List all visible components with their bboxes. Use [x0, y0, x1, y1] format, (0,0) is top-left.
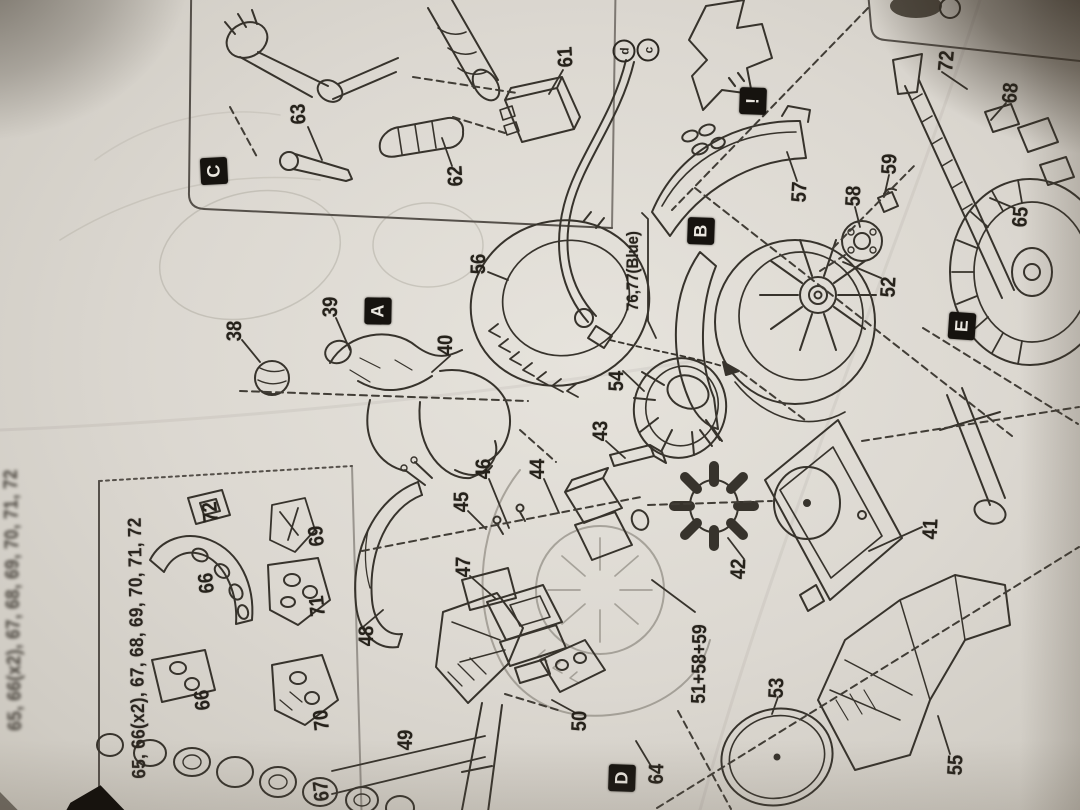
part-label-m49: 49	[393, 729, 418, 751]
part-label-m58: 58	[841, 185, 866, 207]
part-label-m52: 52	[876, 276, 901, 298]
margin-parts-list-outer: 65, 66(x2), 67, 68, 69, 70, 71, 72	[0, 469, 27, 731]
ghost-backprint	[59, 111, 484, 321]
part-label-m53: 53	[764, 677, 789, 699]
part-label-c62: 62	[443, 165, 468, 187]
part-56-drawing	[469, 211, 651, 398]
panel-armor-pieces-drawing	[149, 489, 339, 726]
part-label-m44: 44	[525, 458, 550, 480]
section-marker-A: A	[364, 297, 392, 325]
part-55-drawing	[817, 574, 1011, 771]
part-57-drawing	[651, 105, 811, 237]
part-label-m46: 46	[471, 458, 496, 480]
part-label-p66a: 66	[193, 571, 220, 595]
part-label-m65: 65	[1008, 205, 1033, 229]
part-label-m54: 54	[604, 370, 629, 392]
part-label-tr72: 72	[934, 49, 959, 73]
part-label-m42: 42	[726, 558, 751, 580]
section-marker-E: E	[947, 311, 977, 341]
note-76-77-blue: 76,77(Blue)	[623, 231, 642, 311]
part-42-drawing	[669, 461, 759, 551]
part-label-m56: 56	[466, 253, 491, 275]
margin-parts-list-inner: 65, 66(x2), 67, 68, 69, 70, 71, 72	[124, 517, 151, 779]
part-label-c63: 63	[286, 103, 311, 125]
part-54-drawing	[632, 357, 728, 459]
part-label-m41: 41	[918, 518, 943, 540]
part-label-p70: 70	[308, 708, 335, 732]
part-label-p67: 67	[308, 779, 335, 803]
part-label-m45: 45	[449, 491, 474, 513]
part-label-m55: 55	[943, 754, 968, 776]
part-label-p69: 69	[303, 524, 330, 548]
part-label-m57: 57	[787, 181, 812, 203]
part-label-m39: 39	[318, 296, 343, 318]
part-48-drawing	[354, 456, 433, 649]
part-label-p72: 72	[197, 500, 224, 524]
cable-76-77-drawing	[558, 59, 740, 376]
part-43-47-blocks-drawing	[486, 444, 667, 684]
part-label-m38: 38	[222, 320, 247, 342]
section-marker-D: D	[608, 764, 636, 792]
part-49-drawing	[435, 567, 524, 810]
part-label-m48: 48	[354, 625, 379, 647]
part-50-drawing	[539, 639, 606, 693]
part-label-m47: 47	[451, 556, 476, 578]
panel-borders	[98, 0, 1080, 810]
part-label-m64: 64	[644, 763, 669, 785]
part-63-62-61-drawings	[224, 0, 581, 182]
section-marker-B: B	[687, 217, 715, 245]
part-65-rail-drawing	[890, 0, 1080, 525]
part-label-c61: 61	[553, 46, 578, 68]
section-marker-C: C	[199, 156, 229, 186]
part-label-m50: 50	[567, 710, 592, 732]
part-38-drawing	[254, 360, 290, 396]
part-53-drawing	[720, 707, 834, 807]
part-41-drawing	[764, 419, 903, 612]
part-label-tr68: 68	[998, 81, 1023, 105]
part-label-m40: 40	[433, 334, 458, 356]
part-label-p71: 71	[304, 594, 331, 618]
combo-label-51-58-59: 51+58+59	[687, 624, 712, 704]
warning-box: !	[739, 87, 767, 115]
part-label-m59: 59	[877, 153, 902, 175]
warning-exclamation-icon: !	[742, 97, 763, 105]
part-52-assembly-drawing	[674, 239, 877, 447]
part-67-chain-drawing	[96, 733, 415, 810]
part-label-m43: 43	[588, 420, 613, 442]
part-label-p66b: 66	[189, 688, 216, 712]
